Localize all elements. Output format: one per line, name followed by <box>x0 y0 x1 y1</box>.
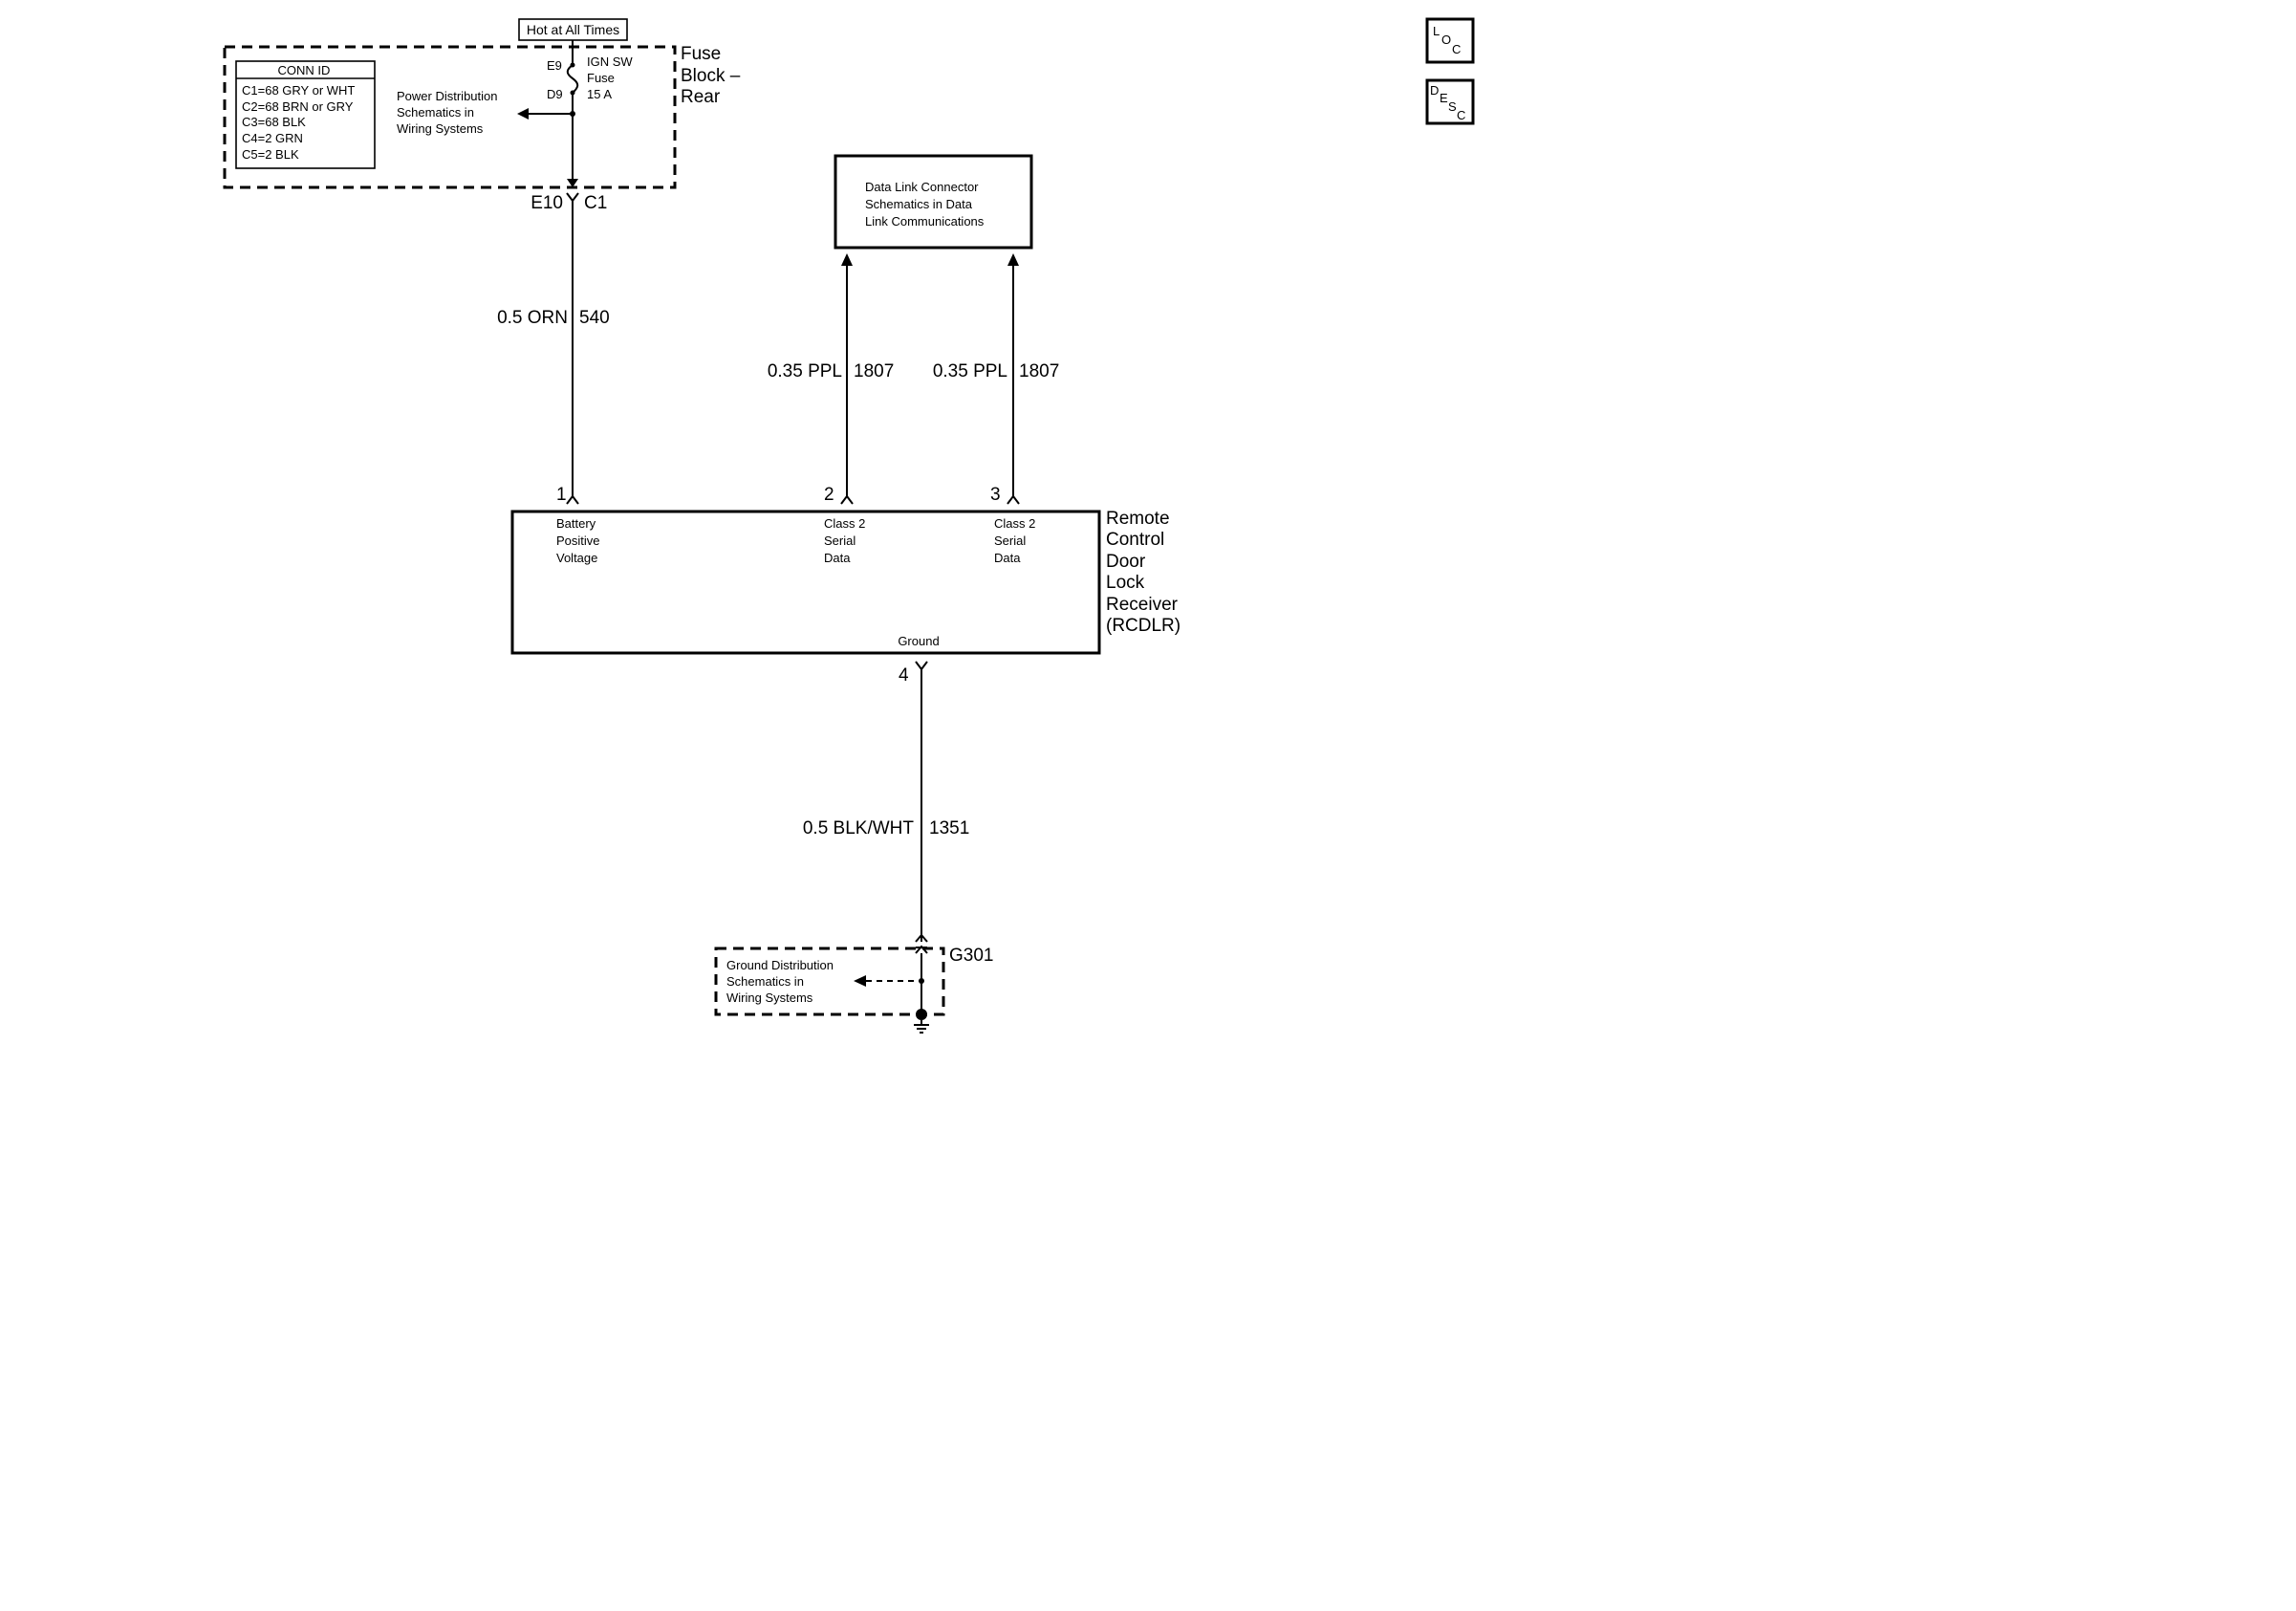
svg-text:Receiver: Receiver <box>1106 595 1179 615</box>
wire-1351-circuit: 1351 <box>929 818 969 838</box>
wire-1807-a-gauge-color: 0.35 PPL <box>768 361 842 381</box>
conn-id-row: C3=68 BLK <box>242 115 306 129</box>
svg-text:O: O <box>1441 33 1451 47</box>
wire-1807-a-arrow-icon <box>841 253 853 266</box>
fuse-block-outline <box>223 45 677 189</box>
rcdlr-box <box>510 510 1101 655</box>
fuse-pin-bottom: D9 <box>547 87 563 101</box>
svg-text:C: C <box>1452 42 1461 56</box>
svg-text:Class 2: Class 2 <box>824 516 865 531</box>
svg-text:Data: Data <box>994 551 1021 565</box>
pin-1-terminal <box>566 494 579 505</box>
svg-text:Link Communications: Link Communications <box>865 214 985 229</box>
fuse-block-name-line-2: Block – <box>681 66 741 86</box>
power-ref-arrow-icon <box>517 108 529 120</box>
power-distribution-reference[interactable]: Power Distribution Schematics in Wiring … <box>397 89 498 136</box>
svg-text:Positive: Positive <box>556 533 600 548</box>
fuse-icon <box>566 64 579 94</box>
pin-1-number: 1 <box>556 485 567 505</box>
svg-text:D: D <box>1430 83 1439 98</box>
svg-text:Serial: Serial <box>994 533 1026 548</box>
ground-distribution-outline <box>714 947 945 1016</box>
svg-text:Voltage: Voltage <box>556 551 597 565</box>
svg-text:Serial: Serial <box>824 533 856 548</box>
ground-eyelet-icon <box>916 1009 927 1020</box>
svg-text:Schematics in: Schematics in <box>726 974 804 989</box>
svg-text:Wiring Systems: Wiring Systems <box>726 991 813 1005</box>
svg-text:Remote: Remote <box>1106 509 1170 529</box>
ground-distribution-reference[interactable]: Ground Distribution Schematics in Wiring… <box>726 958 834 1005</box>
svg-text:Data: Data <box>824 551 851 565</box>
fuse-block-name-line-3: Rear <box>681 87 721 107</box>
ground-pin-label: Ground <box>898 634 939 648</box>
wire-540-gauge-color: 0.5 ORN <box>497 308 568 328</box>
data-link-connector-reference[interactable]: Data Link Connector Schematics in Data L… <box>834 154 1033 250</box>
wire-1807-b-gauge-color: 0.35 PPL <box>933 361 1007 381</box>
fuse-pin-top: E9 <box>547 58 562 73</box>
svg-text:E: E <box>1440 91 1448 105</box>
svg-text:Data Link Connector: Data Link Connector <box>865 180 979 194</box>
wiring-schematic: Hot at All Times Fuse Block – Rear CONN … <box>223 17 1475 1034</box>
conn-id-row: C5=2 BLK <box>242 147 299 162</box>
wire-1807-b-circuit: 1807 <box>1019 361 1059 381</box>
fuse-label-line: Fuse <box>587 71 615 85</box>
pin-3-number: 3 <box>990 485 1001 505</box>
connector-e10-c1: E10 C1 <box>531 192 607 213</box>
connector-pin-e10: E10 <box>531 193 563 213</box>
conn-id-row: C2=68 BRN or GRY <box>242 99 354 114</box>
wire-540-circuit: 540 <box>579 308 610 328</box>
fuse-label-line: 15 A <box>587 87 612 101</box>
svg-text:Class 2: Class 2 <box>994 516 1035 531</box>
svg-text:Lock: Lock <box>1106 573 1145 593</box>
svg-text:Control: Control <box>1106 530 1164 550</box>
desc-icon[interactable]: D E S C <box>1425 78 1475 125</box>
splice-dot <box>919 978 924 984</box>
fuse-block-name-line-1: Fuse <box>681 44 721 64</box>
g301-name: G301 <box>949 946 993 966</box>
conn-id-row: C4=2 GRN <box>242 131 303 145</box>
pin-2-label: Class 2 Serial Data <box>824 516 865 565</box>
wire-1807-b-arrow-icon <box>1007 253 1019 266</box>
svg-text:(RCDLR): (RCDLR) <box>1106 616 1180 636</box>
svg-text:Battery: Battery <box>556 516 596 531</box>
hot-at-all-times-label: Hot at All Times <box>518 18 628 41</box>
pin-2-terminal <box>840 494 854 505</box>
ground-g301: G301 Ground Distribution Schematics in W… <box>714 933 993 1034</box>
svg-text:Schematics in Data: Schematics in Data <box>865 197 973 211</box>
ground-ref-arrow-icon <box>854 975 866 987</box>
wire-1807-a-circuit: 1807 <box>854 361 894 381</box>
pin-4-number: 4 <box>899 665 909 686</box>
svg-text:C: C <box>1457 108 1465 122</box>
svg-text:S: S <box>1448 99 1457 114</box>
g301-terminal <box>915 933 928 943</box>
pin-3-label: Class 2 Serial Data <box>994 516 1035 565</box>
rcdlr-name: Remote Control Door Lock Receiver (RCDLR… <box>1106 509 1180 636</box>
splice-dot <box>570 111 575 117</box>
ground-symbol-icon <box>914 1020 929 1034</box>
svg-text:Wiring Systems: Wiring Systems <box>397 121 484 136</box>
svg-text:Hot at All Times: Hot at All Times <box>527 22 619 37</box>
loc-icon[interactable]: L O C <box>1425 17 1475 64</box>
pin-1-label: Battery Positive Voltage <box>556 516 600 565</box>
svg-text:Power Distribution: Power Distribution <box>397 89 498 103</box>
conn-id-row: C1=68 GRY or WHT <box>242 83 355 98</box>
fuse-block-rear: Fuse Block – Rear CONN ID C1=68 GRY or W… <box>223 40 741 189</box>
wire-1351-gauge-color: 0.5 BLK/WHT <box>803 818 915 838</box>
fuse-output-arrow-icon <box>567 179 578 187</box>
rcdlr-module: 1 2 3 Battery Positive Voltage Class 2 S… <box>510 485 1180 686</box>
pin-4-terminal <box>915 661 928 671</box>
pin-3-terminal <box>1007 494 1020 505</box>
connector-id-c1: C1 <box>584 193 607 213</box>
conn-id-table: CONN ID C1=68 GRY or WHT C2=68 BRN or GR… <box>235 60 376 169</box>
svg-text:L: L <box>1433 24 1440 38</box>
pin-2-number: 2 <box>824 485 834 505</box>
svg-text:Ground Distribution: Ground Distribution <box>726 958 834 972</box>
fuse-label-line: IGN SW <box>587 54 633 69</box>
conn-id-title: CONN ID <box>278 63 331 77</box>
svg-text:Schematics in: Schematics in <box>397 105 474 120</box>
svg-text:Door: Door <box>1106 552 1146 572</box>
